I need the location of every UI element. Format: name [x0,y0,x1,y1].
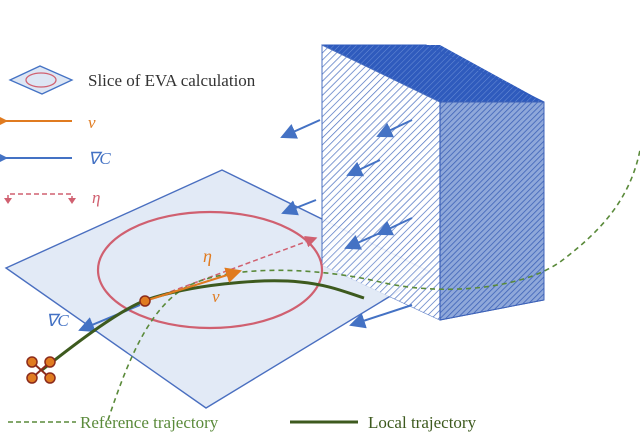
eva-ellipse [96,210,324,330]
legend: Slice of EVA calculation v ∇C η [0,65,256,207]
reference-legend-label: Reference trajectory [80,413,219,432]
slice-legend-label: Slice of EVA calculation [88,71,256,90]
local-trajectory [41,279,365,372]
grad-label: ∇C [46,311,69,330]
vehicle-point [139,295,151,307]
drone-icon [26,356,56,384]
v-legend-symbol: v [88,113,96,132]
reference-trajectory [107,149,640,421]
eta-label: η [203,246,212,266]
gradient-arrows [78,119,413,332]
eta-legend-symbol: η [92,188,100,207]
obstacle-box-front [321,45,545,321]
eta-legend-arrow [7,193,73,200]
bottom-legend: Reference trajectory Local trajectory [8,413,477,432]
v-arrow [147,267,242,301]
local-legend-label: Local trajectory [368,413,477,432]
grad-legend-symbol: ∇C [88,149,111,168]
slice-legend-icon [8,65,74,95]
v-label: v [212,287,220,306]
